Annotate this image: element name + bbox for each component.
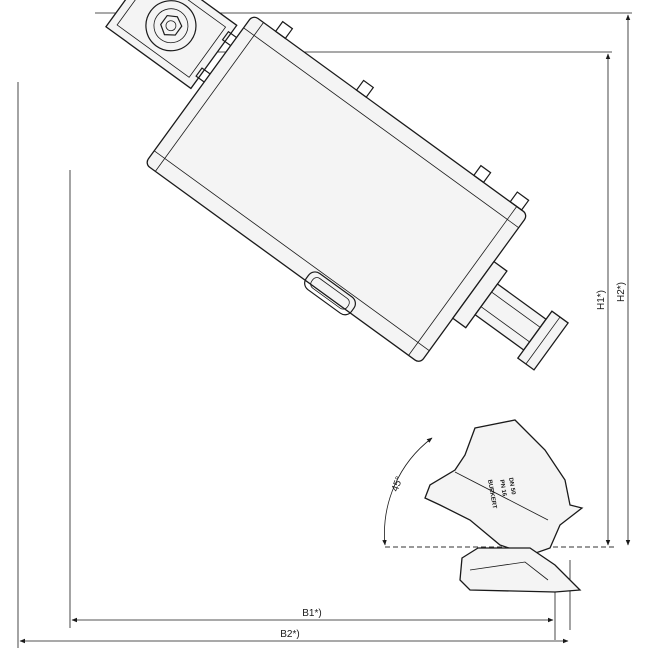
angle-label: 45° <box>390 475 406 493</box>
h1-dimension: H1*) <box>596 53 611 546</box>
b2-dimension: B2*) <box>19 629 569 644</box>
handle <box>304 271 356 316</box>
h1-label: H1*) <box>596 290 607 310</box>
b1-dimension: B1*) <box>71 608 554 623</box>
angle-dimension: 45° <box>382 437 433 546</box>
h2-dimension: H2*) <box>616 14 631 546</box>
b2-label: B2*) <box>280 629 299 640</box>
valve-outlet <box>459 547 582 593</box>
b1-label: B1*) <box>302 608 321 619</box>
marking-3: DN 50 <box>507 477 516 495</box>
actuator-assembly <box>105 0 570 371</box>
valve-body: BURKERT PN 16 DN 50 <box>424 419 584 593</box>
marking-1: BURKERT <box>486 479 497 509</box>
h2-label: H2*) <box>616 282 627 302</box>
cable-gland-icon <box>145 0 197 52</box>
marking-2: PN 16 <box>498 479 507 497</box>
